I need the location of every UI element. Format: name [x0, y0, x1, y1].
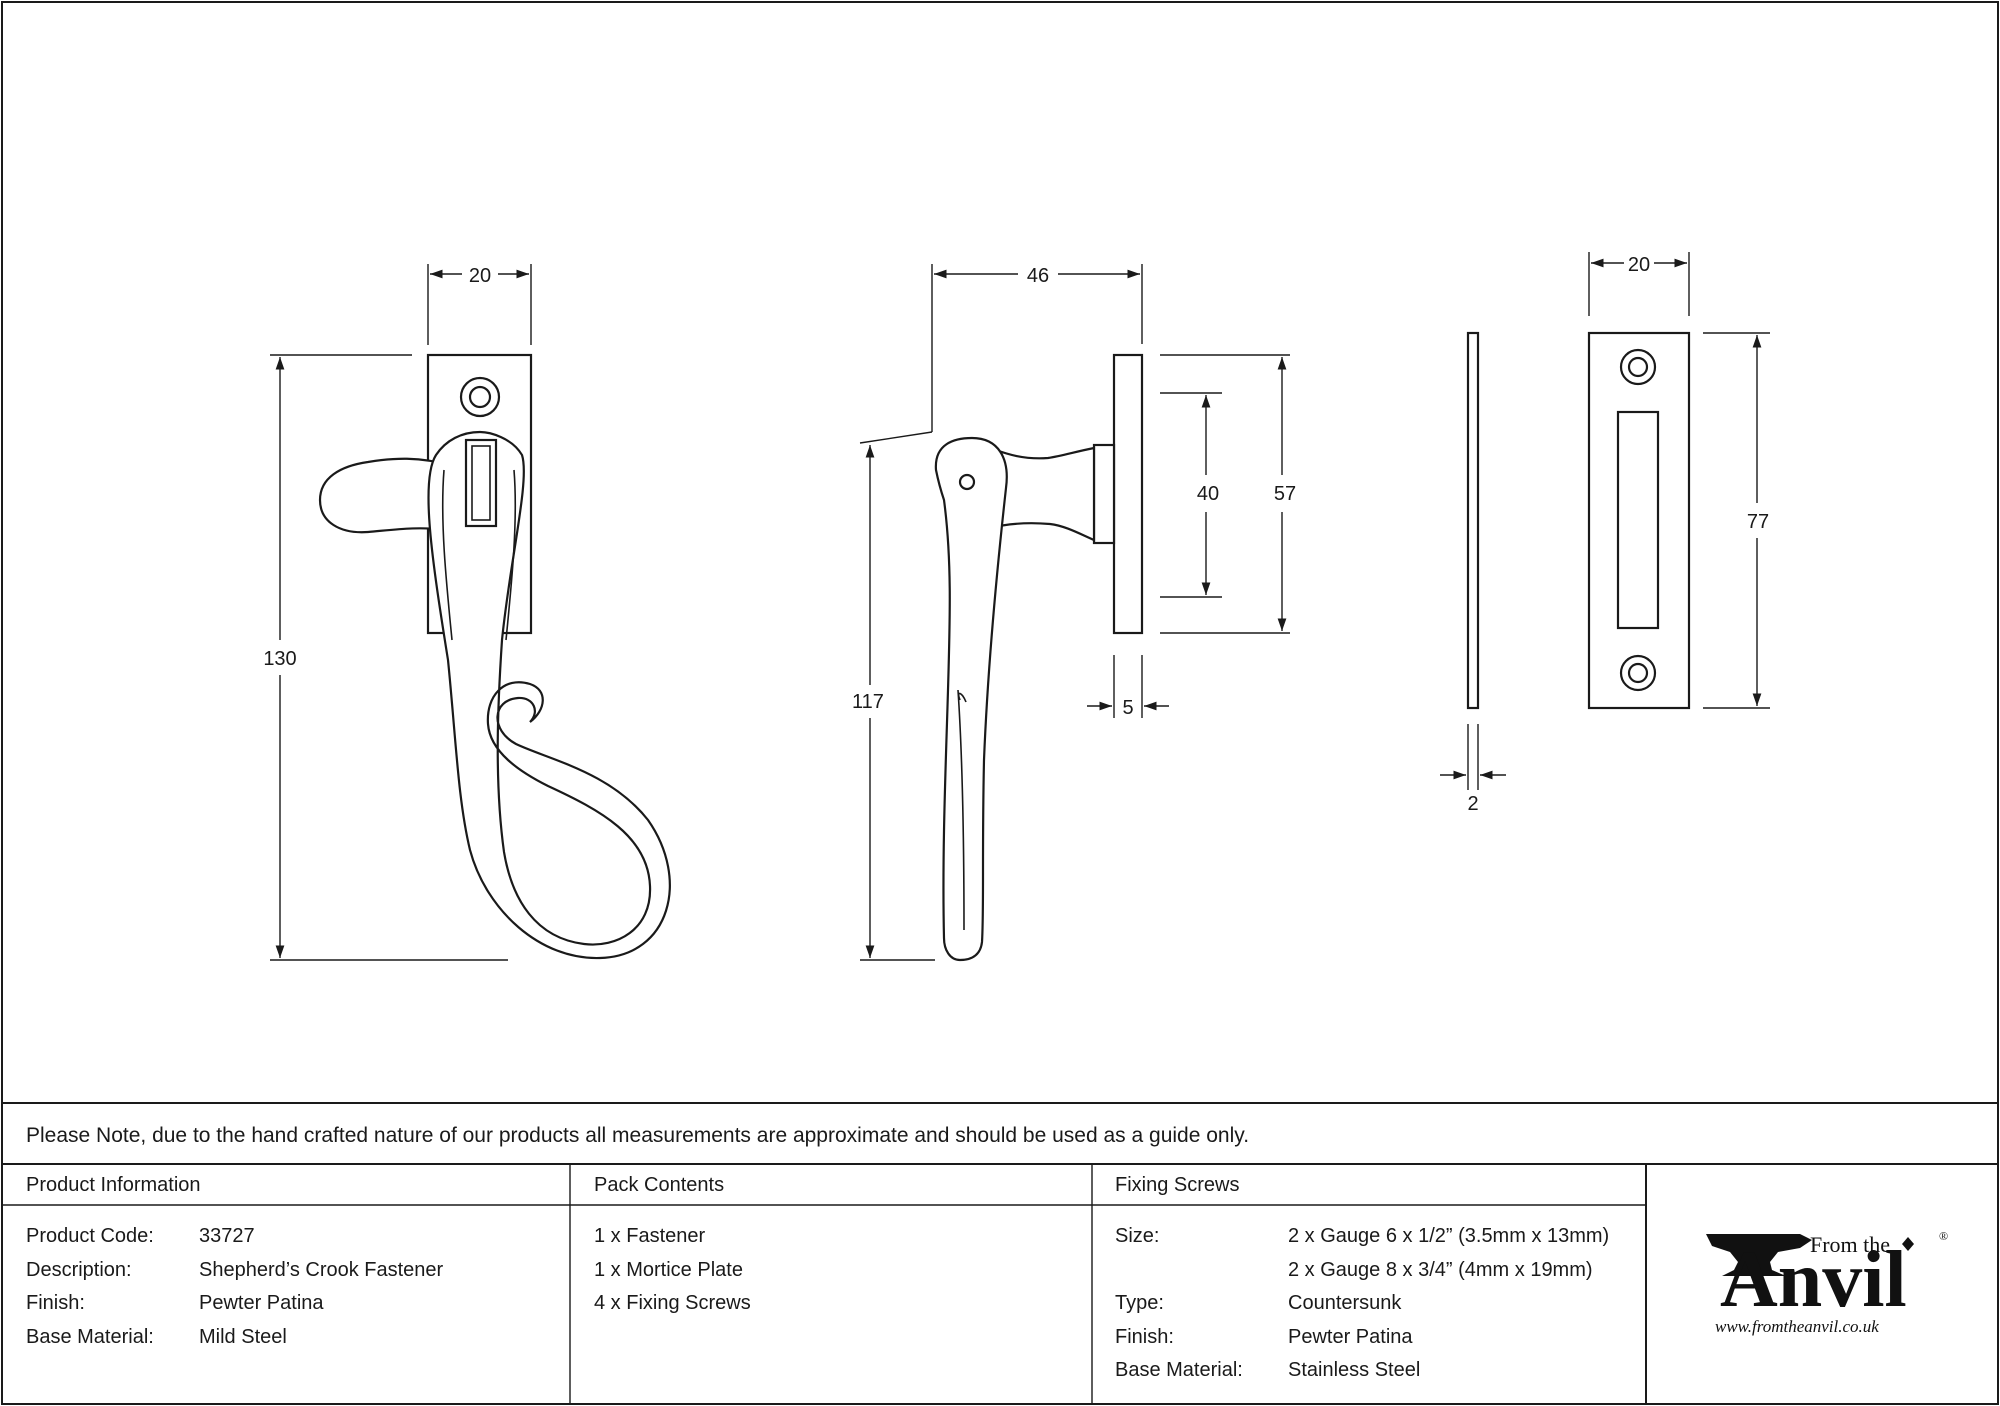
- dim-side-length: 117: [852, 691, 884, 713]
- screw-type-label: Type:: [1115, 1292, 1164, 1314]
- logo-brand-name: Anvil: [1720, 1236, 1907, 1324]
- screw-finish-label: Finish:: [1115, 1326, 1174, 1348]
- front-screw-hole-inner: [468, 385, 492, 409]
- front-dimensions: [270, 264, 532, 961]
- plate-edge-view: [1466, 331, 1480, 710]
- side-pivot-hole: [958, 473, 976, 491]
- side-collar: [1092, 443, 1116, 545]
- dim-side-hole-spacing: 40: [1197, 483, 1219, 505]
- product-code-value: 33727: [199, 1225, 255, 1247]
- info-table-lines: [2, 1102, 1998, 1404]
- logo-from-the: From the: [1810, 1232, 1890, 1257]
- front-lever-knob: [318, 457, 454, 534]
- base-material-label: Base Material:: [26, 1326, 154, 1348]
- pack-item: 4 x Fixing Screws: [594, 1292, 751, 1314]
- plate-slot: [1616, 410, 1660, 630]
- side-backplate: [1112, 353, 1144, 635]
- pack-contents-heading: Pack Contents: [594, 1174, 724, 1196]
- plate-front-view: [1587, 331, 1691, 710]
- description-label: Description:: [26, 1259, 132, 1281]
- plate-screw-hole-top: [1619, 348, 1657, 386]
- dim-side-backplate-thickness: 5: [1122, 697, 1133, 719]
- dim-side-depth: 46: [1027, 265, 1049, 287]
- logo-website: www.fromtheanvil.co.uk: [1715, 1317, 1879, 1336]
- dim-front-width: 20: [469, 265, 491, 287]
- logo-registered-mark: ®: [1939, 1229, 1948, 1243]
- pack-item: 1 x Fastener: [594, 1225, 706, 1247]
- plate-front-dimensions: [1588, 252, 1770, 709]
- screw-type-value: Countersunk: [1288, 1292, 1402, 1314]
- mortice-plate: [1587, 331, 1691, 710]
- side-dimensions: [859, 264, 1290, 961]
- screw-material-value: Stainless Steel: [1288, 1359, 1420, 1381]
- product-code-label: Product Code:: [26, 1225, 154, 1247]
- front-view: [318, 353, 671, 960]
- description-value: Shepherd’s Crook Fastener: [199, 1259, 444, 1281]
- screw-material-label: Base Material:: [1115, 1359, 1243, 1381]
- from-the-anvil-logo: From the ® Anvil www.fromtheanvil.co.uk: [1706, 1229, 1948, 1336]
- plate-edge-dimensions: [1440, 724, 1506, 790]
- plate-screw-hole-bottom: [1619, 654, 1657, 692]
- front-screw-hole-outer: [459, 376, 501, 418]
- disclaimer-note: Please Note, due to the hand crafted nat…: [26, 1124, 1249, 1147]
- screw-size-value: 2 x Gauge 6 x 1/2” (3.5mm x 13mm): [1288, 1225, 1609, 1247]
- finish-label: Finish:: [26, 1292, 85, 1314]
- side-handle: [934, 436, 1008, 962]
- side-view: [934, 353, 1144, 962]
- front-catch-slot: [464, 438, 498, 528]
- anvil-icon: [1706, 1234, 1812, 1276]
- dim-side-backplate-height: 57: [1274, 483, 1296, 505]
- dim-front-height: 130: [263, 648, 296, 670]
- dim-plate-height: 77: [1747, 511, 1769, 533]
- product-info-heading: Product Information: [26, 1174, 201, 1196]
- screw-finish-value: Pewter Patina: [1288, 1326, 1413, 1348]
- finish-value: Pewter Patina: [199, 1292, 324, 1314]
- screw-size-label: Size:: [1115, 1225, 1159, 1247]
- base-material-value: Mild Steel: [199, 1326, 287, 1348]
- dim-plate-thickness: 2: [1467, 793, 1478, 815]
- fixing-screws-heading: Fixing Screws: [1115, 1174, 1239, 1196]
- pack-item: 1 x Mortice Plate: [594, 1259, 743, 1281]
- logo-diamond-icon: [1902, 1237, 1914, 1251]
- dim-plate-width: 20: [1628, 254, 1650, 276]
- front-crook-handle: [427, 430, 671, 960]
- screw-size-value-2: 2 x Gauge 8 x 3/4” (4mm x 19mm): [1288, 1259, 1593, 1281]
